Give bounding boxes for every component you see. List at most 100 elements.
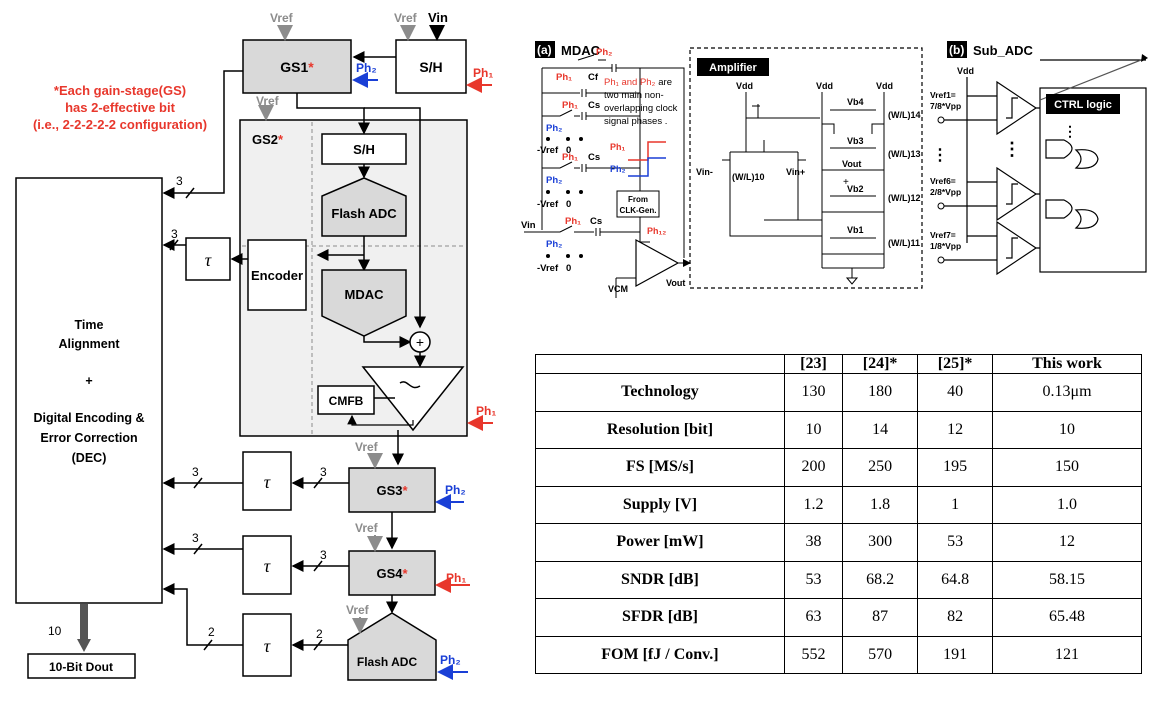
mdac-cs-3: Cs: [590, 216, 602, 227]
mdac-note-1: two main non-: [604, 90, 664, 101]
amp-wl12: (W/L)12: [888, 193, 921, 203]
gs2-mdac: [321, 269, 407, 337]
table-cell: 200: [783, 448, 844, 487]
table-cell: 63: [783, 598, 844, 637]
mdac-note-3: signal phases .: [604, 116, 667, 127]
amp-wl11: (W/L)11: [888, 238, 920, 248]
gs2-label: GS2: [252, 132, 278, 147]
table-cell: 121: [992, 635, 1142, 674]
delay-4-label: τ: [264, 636, 271, 656]
summing-plus: +: [416, 334, 424, 350]
gs2-ph1: Ph₁: [476, 404, 496, 418]
dec-block: [15, 177, 163, 604]
dout-label: 10-Bit Dout: [49, 660, 113, 674]
vref7-line-2: 1/8*Vpp: [930, 241, 961, 251]
mdac-wave-ph1: Ph₁: [610, 142, 626, 152]
table-cell: 552: [783, 635, 844, 674]
mdac-vref-neg-2: -Vref: [537, 199, 559, 210]
svg-text:GS2*: GS2*: [252, 132, 284, 147]
dec-line-1: Time: [75, 318, 104, 332]
gs1-star: *: [308, 59, 314, 75]
gs2-sh-label: S/H: [353, 142, 375, 157]
bus-gs3-in: 3: [320, 465, 327, 479]
vref1-line-2: 7/8*Vpp: [930, 101, 961, 111]
dec-line-3: +: [85, 374, 92, 388]
amp-title: Amplifier: [709, 62, 757, 74]
final-flash-vref: Vref: [346, 603, 370, 617]
gs4-vref: Vref: [355, 521, 379, 535]
table-cell: 130: [783, 373, 844, 412]
table-header: [25]*: [917, 354, 994, 374]
amp-vdd-2: Vdd: [816, 81, 833, 91]
mdac-vref-neg-3: -Vref: [537, 263, 559, 274]
mdac-ph2-a: Ph₂: [546, 123, 562, 134]
table-cell: 191: [917, 635, 994, 674]
row-header: Supply [V]: [535, 485, 785, 524]
gs3-ph2: Ph₂: [445, 483, 466, 497]
table-cell: 10: [783, 410, 844, 449]
bus-gs3-out: 3: [192, 465, 199, 479]
delay-1-label: τ: [205, 250, 212, 270]
amp-wl10: (W/L)10: [732, 172, 765, 182]
table-cell: 53: [783, 560, 844, 599]
mdac-ph12: Ph₁₂: [647, 226, 666, 236]
delay-3-label: τ: [264, 556, 271, 576]
note-line-2: has 2-effective bit: [65, 100, 175, 115]
table-cell: 250: [842, 448, 919, 487]
delay-2-label: τ: [264, 472, 271, 492]
gs3-label: GS3: [376, 483, 402, 498]
amp-wl14: (W/L)14: [888, 110, 921, 120]
gs1-ph2: Ph₂: [356, 61, 377, 75]
table-cell: 0.13μm: [992, 373, 1142, 412]
gs1-label: GS1: [280, 59, 308, 75]
bus-final-out: 2: [208, 625, 215, 639]
gs3-star: *: [402, 483, 408, 498]
table-cell: 87: [842, 598, 919, 637]
subadc-tag: (b): [949, 43, 964, 57]
table-cell: 53: [917, 523, 994, 562]
table-cell: 65.48: [992, 598, 1142, 637]
encoder-block: [247, 239, 307, 311]
mdac-cs-2: Cs: [588, 152, 600, 163]
row-header: Technology: [535, 373, 785, 412]
amp-vb4: Vb4: [847, 97, 864, 107]
pipeline-diagram: *Each gain-stage(GS) has 2-effective bit…: [15, 10, 496, 681]
table-header: [24]*: [842, 354, 919, 374]
note-line-1: *Each gain-stage(GS): [54, 83, 186, 98]
mdac-cs-1: Cs: [588, 100, 600, 111]
delay-3: [242, 535, 292, 595]
amp-plus: +: [843, 177, 849, 188]
table-cell: 1.0: [992, 485, 1142, 524]
mdac-note-red: Ph₁ and Ph₂: [604, 77, 656, 88]
vref7-line-1: Vref7=: [930, 230, 956, 240]
dec-line-6: (DEC): [72, 451, 107, 465]
note-line-3: (i.e., 2-2-2-2-2 configuration): [33, 117, 207, 132]
svg-text:⋮: ⋮: [932, 147, 948, 164]
gs1-vref: Vref: [270, 11, 294, 25]
svg-text:⋮: ⋮: [1063, 123, 1077, 139]
sh-ph1: Ph₁: [473, 66, 493, 80]
mdac-note-2: overlapping clock: [604, 103, 678, 114]
table-cell: 1.2: [783, 485, 844, 524]
amp-vb3: Vb3: [847, 136, 864, 146]
mdac-tag: (a): [537, 43, 552, 57]
mdac-ph1-b: Ph₁: [562, 100, 578, 111]
bus-final-in: 2: [316, 627, 323, 641]
mdac-ph2-c: Ph₂: [546, 239, 562, 250]
mdac-vout: Vout: [666, 278, 685, 288]
amp-vb1: Vb1: [847, 225, 864, 235]
table-cell: 12: [992, 523, 1142, 562]
sub-adc-schematic: (b) Sub_ADC Vdd CTRL logic ⋮ ⋮ ⋮: [930, 41, 1148, 276]
table-cell: 64.8: [917, 560, 994, 599]
gs4-ph1: Ph₁: [446, 571, 466, 585]
vref1-line-1: Vref1=: [930, 90, 956, 100]
from-clk-2: CLK-Gen.: [620, 206, 657, 215]
ctrl-logic: CTRL logic: [1054, 99, 1112, 111]
